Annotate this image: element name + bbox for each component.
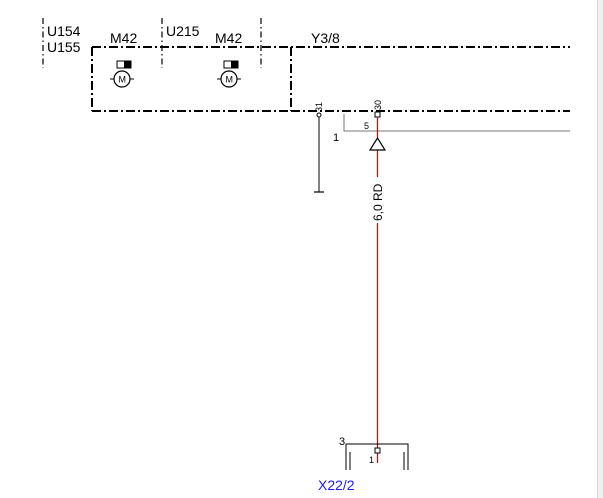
pin-30: 30 [373, 100, 383, 118]
label-u215: U215 [166, 23, 200, 39]
svg-text:31: 31 [314, 102, 324, 112]
pin-31: 31 [314, 102, 324, 193]
pin-1-upper-label: 1 [333, 132, 339, 144]
wire-label-background [371, 177, 384, 223]
svg-text:M: M [226, 75, 234, 85]
label-m42-right: M42 [215, 30, 242, 46]
label-u154: U154 [47, 23, 81, 39]
label-m42-left: M42 [110, 30, 137, 46]
label-y3-8: Y3/8 [311, 30, 340, 46]
svg-text:M: M [119, 75, 127, 85]
wire-direction-triangle [368, 136, 387, 151]
label-u155: U155 [47, 39, 81, 55]
label-x22-2: X22/2 [318, 477, 355, 493]
y3-8-housing-line [343, 114, 570, 132]
pin-5-label: 5 [364, 121, 369, 131]
pin-3-label: 3 [339, 436, 345, 448]
pin-1-lower-label: 1 [369, 455, 374, 465]
svg-text:30: 30 [373, 100, 383, 110]
wire-label: 6,0 RD [371, 183, 385, 221]
motor-icon-right: M [217, 60, 241, 88]
scrollbar[interactable] [597, 0, 603, 498]
connector-x22-2 [345, 443, 409, 470]
motor-icon-left: M [110, 60, 134, 88]
